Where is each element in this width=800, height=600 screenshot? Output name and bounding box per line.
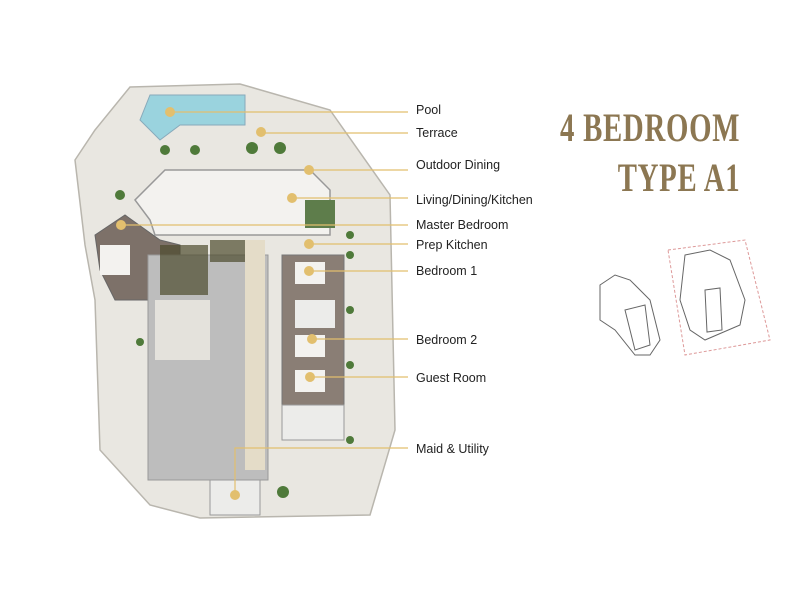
label-terrace: Terrace xyxy=(416,126,458,140)
maid-utility xyxy=(281,404,345,441)
unit-title-line1: 4 BEDROOM xyxy=(559,105,740,150)
screen-panel xyxy=(160,245,208,295)
label-outdoor-dining: Outdoor Dining xyxy=(416,158,501,172)
room-marker-dot xyxy=(304,266,314,276)
bathroom xyxy=(295,300,335,328)
unit-title-line2: TYPE A1 xyxy=(617,155,740,200)
room-marker-dot xyxy=(287,193,297,203)
room-marker-dot xyxy=(230,490,240,500)
room-marker-dot xyxy=(304,165,314,175)
key-plan xyxy=(599,239,771,356)
room-leaders xyxy=(116,107,408,500)
planting xyxy=(115,142,354,498)
stair xyxy=(155,300,210,360)
label-guest-room: Guest Room xyxy=(416,371,487,385)
leader-line xyxy=(234,447,408,495)
bedroom-2 xyxy=(295,335,325,357)
label-master-bedroom: Master Bedroom xyxy=(416,218,509,232)
room-marker-dot xyxy=(307,334,317,344)
label-bedroom-2: Bedroom 2 xyxy=(416,333,478,347)
living-area xyxy=(134,169,331,236)
label-bedroom-1: Bedroom 1 xyxy=(416,264,478,278)
label-pool: Pool xyxy=(416,103,442,117)
room-marker-dot xyxy=(165,107,175,117)
label-living-dining-kitchen: Living/Dining/Kitchen xyxy=(416,193,533,207)
room-marker-dot xyxy=(305,372,315,382)
label-maid-utility: Maid & Utility xyxy=(416,442,489,456)
room-marker-dot xyxy=(304,239,314,249)
corridor xyxy=(245,240,265,470)
bed xyxy=(100,245,130,275)
room-marker-dot xyxy=(256,127,266,137)
pool xyxy=(139,94,246,141)
room-marker-dot xyxy=(116,220,126,230)
label-prep-kitchen: Prep Kitchen xyxy=(416,238,488,252)
